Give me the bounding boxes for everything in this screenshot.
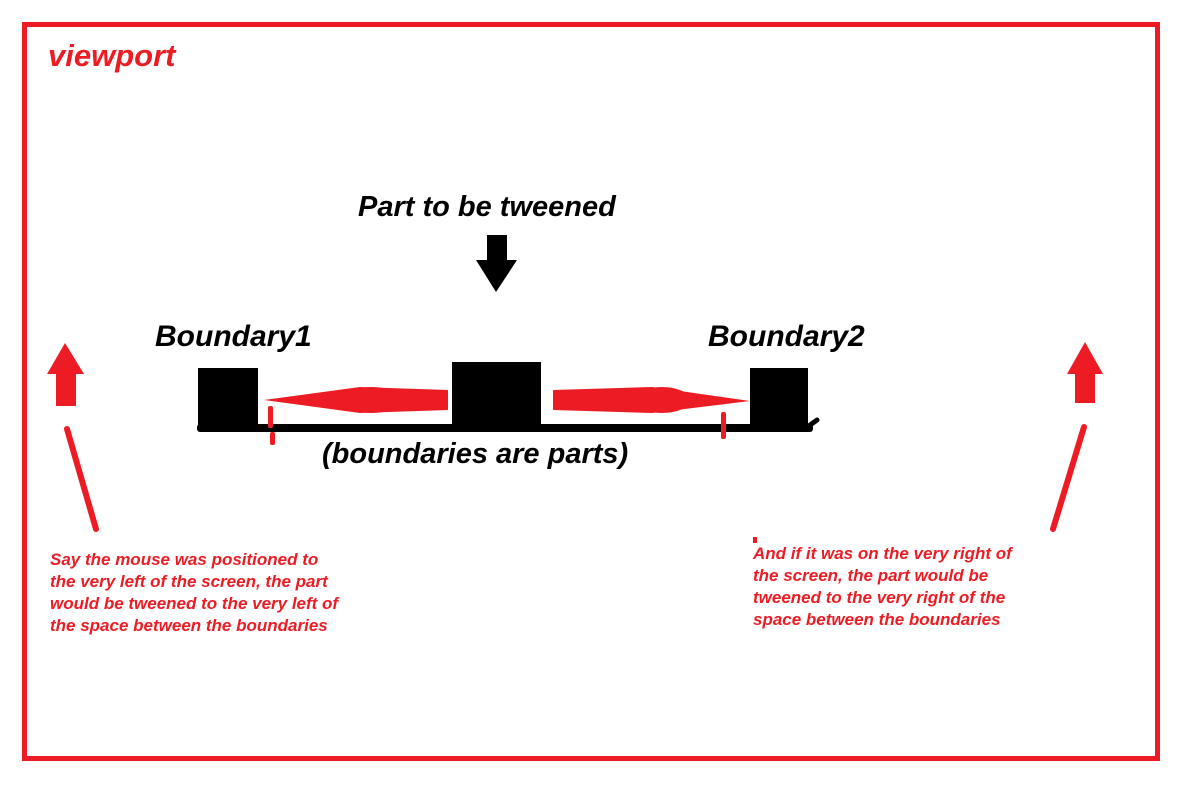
- viewport-label: viewport: [48, 38, 176, 73]
- viewport-frame: [22, 22, 1160, 761]
- left-pointer-line: [64, 426, 99, 532]
- right-note-line-2: the screen, the part would be: [753, 566, 989, 585]
- boundary1-block: [198, 368, 258, 426]
- down-arrow-icon: [476, 235, 517, 292]
- right-note-line-4: space between the boundaries: [753, 610, 1001, 629]
- left-up-arrow-icon: [47, 343, 84, 406]
- left-note-line-2: the very left of the screen, the part: [50, 572, 328, 591]
- left-note: Say the mouse was positioned to the very…: [50, 549, 338, 637]
- stray-mark: [753, 537, 757, 543]
- left-note-line-3: would be tweened to the very left of: [50, 594, 339, 613]
- left-note-line-1: Say the mouse was positioned to: [50, 550, 319, 569]
- left-note-line-4: the space between the boundaries: [50, 616, 328, 635]
- part-to-be-tweened-label: Part to be tweened: [358, 191, 616, 223]
- right-up-arrow-icon: [1067, 342, 1103, 403]
- left-tick-mark: [268, 406, 275, 445]
- baseline-end-flick: [803, 417, 820, 431]
- right-arrow-icon: [553, 387, 750, 413]
- right-note-line-3: tweened to the very right of the: [753, 588, 1006, 607]
- boundary2-label: Boundary2: [708, 320, 865, 353]
- right-pointer-line: [1050, 424, 1087, 532]
- baseline: [197, 424, 813, 432]
- boundaries-are-parts-label: (boundaries are parts): [322, 438, 629, 470]
- right-note: And if it was on the very right of the s…: [753, 543, 1012, 631]
- left-arrow-icon: [264, 387, 448, 413]
- tweened-part-block: [452, 362, 541, 426]
- boundary1-label: Boundary1: [155, 320, 312, 353]
- boundary2-block: [750, 368, 808, 426]
- right-note-line-1: And if it was on the very right of: [753, 544, 1012, 563]
- right-tick-mark: [721, 412, 726, 439]
